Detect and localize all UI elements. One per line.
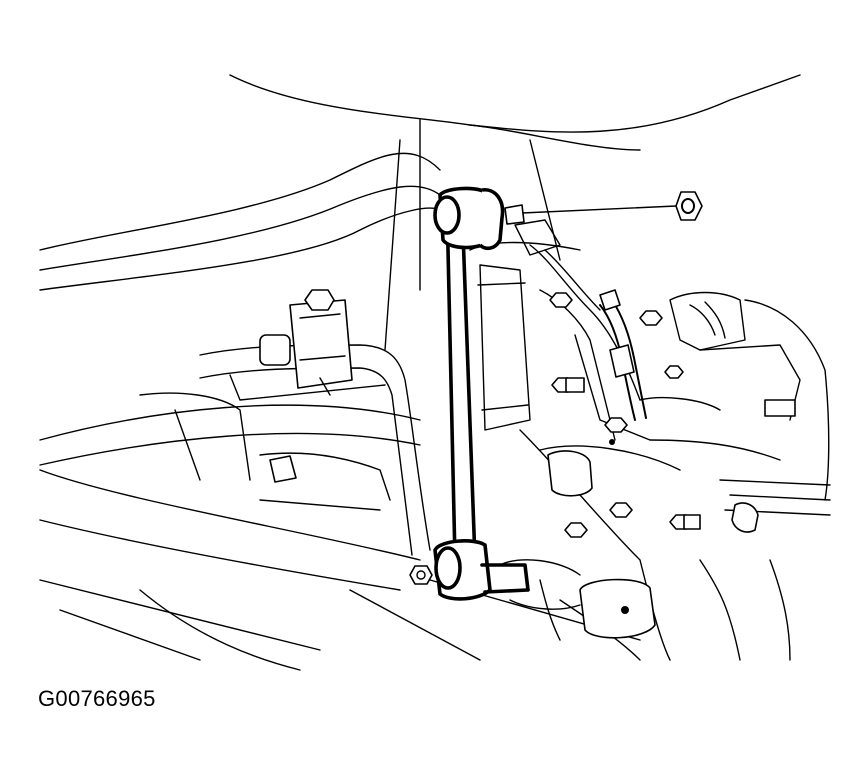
knuckle-bolts: [550, 293, 700, 537]
brake-caliper: [640, 293, 830, 661]
lower-nut: [410, 566, 432, 584]
stabilizer-bar: [200, 290, 430, 555]
bushing-bolt: [305, 290, 334, 310]
suspension-diagram: [0, 0, 863, 680]
link-nut: [505, 192, 702, 224]
body-panel: [40, 75, 800, 350]
stabilizer-bushing: [290, 300, 352, 388]
upper-nut: [676, 192, 702, 220]
shock-absorber: [470, 220, 640, 430]
figure-id-label: G00766965: [38, 686, 156, 711]
knuckle-bushing: [548, 451, 592, 496]
leader-line: [522, 206, 676, 213]
hub-bushing: [580, 580, 655, 638]
stabilizer-link: [435, 188, 528, 598]
rear-hub: [500, 560, 655, 640]
lower-control-arm: [40, 405, 640, 670]
brake-hose: [600, 290, 646, 420]
crossmember: [140, 393, 390, 510]
